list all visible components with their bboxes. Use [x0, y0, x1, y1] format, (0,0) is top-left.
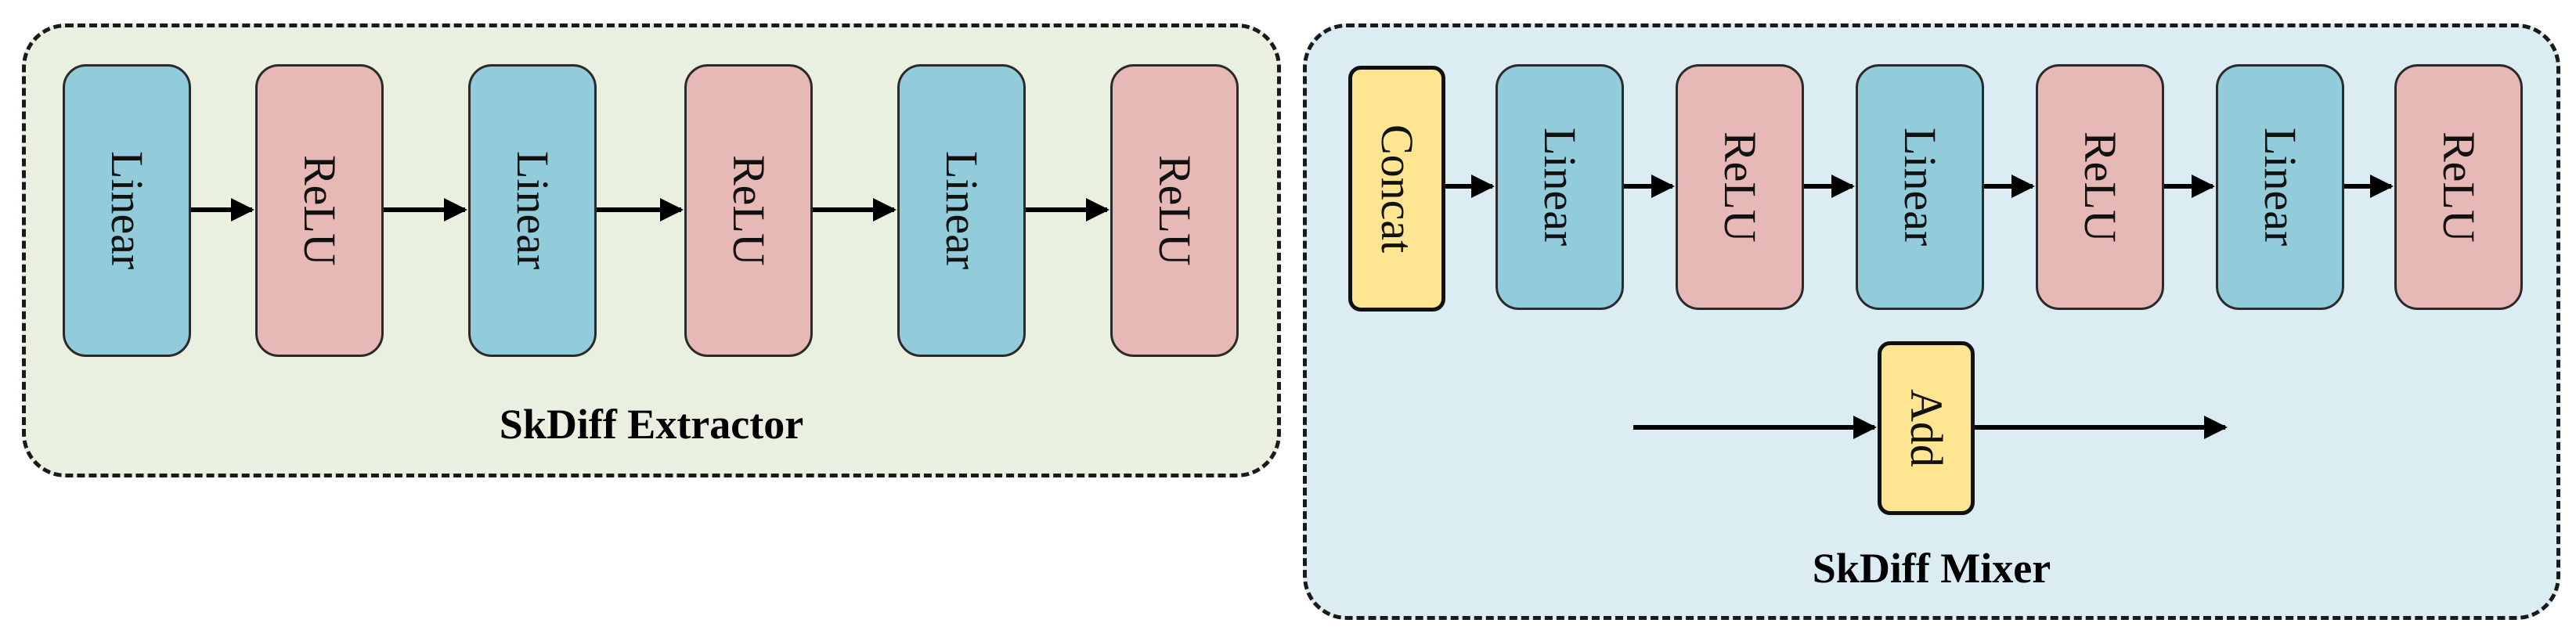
block-label: Linear: [2255, 128, 2306, 247]
block-label: Add: [1901, 389, 1952, 467]
block-label: ReLU: [2075, 131, 2126, 243]
mixer-linear-2[interactable]: Linear: [1856, 64, 1984, 310]
mixer-linear-1[interactable]: Linear: [1495, 64, 1624, 310]
concat-block[interactable]: Concat: [1348, 66, 1445, 312]
block-label: ReLU: [294, 155, 345, 266]
extractor-linear-3[interactable]: Linear: [897, 64, 1026, 357]
extractor-relu-2[interactable]: ReLU: [684, 64, 813, 357]
mixer-relu-3[interactable]: ReLU: [2394, 64, 2523, 310]
block-label: ReLU: [723, 155, 774, 266]
block-label: Linear: [1895, 128, 1946, 247]
block-label: Linear: [936, 151, 987, 270]
extractor-linear-2[interactable]: Linear: [468, 64, 597, 357]
block-label: Linear: [1535, 128, 1586, 247]
block-label: ReLU: [1149, 155, 1200, 266]
extractor-title: SkDiff Extractor: [499, 401, 804, 448]
block-label: Concat: [1372, 124, 1423, 254]
extractor-panel: SkDiff Extractor: [22, 23, 1281, 477]
block-label: ReLU: [1715, 131, 1766, 243]
block-label: Linear: [507, 151, 558, 270]
extractor-relu-1[interactable]: ReLU: [255, 64, 384, 357]
extractor-relu-3[interactable]: ReLU: [1110, 64, 1239, 357]
block-label: ReLU: [2433, 131, 2484, 243]
mixer-linear-3[interactable]: Linear: [2216, 64, 2344, 310]
mixer-relu-2[interactable]: ReLU: [2036, 64, 2164, 310]
block-label: Linear: [102, 151, 153, 270]
extractor-linear-1[interactable]: Linear: [63, 64, 191, 357]
mixer-title: SkDiff Mixer: [1812, 545, 2051, 592]
mixer-relu-1[interactable]: ReLU: [1676, 64, 1804, 310]
add-block[interactable]: Add: [1878, 341, 1975, 515]
